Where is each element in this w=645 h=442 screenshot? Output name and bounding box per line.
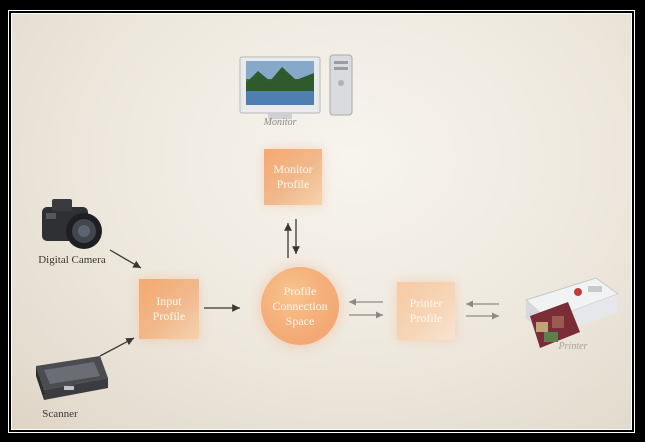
monitor-profile-line1: Monitor: [273, 162, 313, 176]
printer-label: Printer: [558, 341, 588, 352]
pcs-line1: Profile: [283, 283, 317, 298]
monitor-profile-line2: Profile: [276, 177, 310, 191]
printer-profile-line1: Printer: [409, 296, 443, 310]
printer-icon: [525, 277, 620, 348]
monitor-profile-box: Monitor Profile: [264, 149, 322, 205]
monitor-icon: [239, 54, 353, 119]
input-profile-box: Input Profile: [139, 279, 199, 339]
scanner-to-input-arrow: [99, 337, 135, 357]
camera-icon: [42, 199, 102, 249]
printer-profile-line2: Profile: [409, 311, 443, 325]
diagram-panel: Monitor Monitor Profile Digital Camera: [8, 10, 635, 433]
camera-label: Digital Camera: [38, 254, 106, 266]
camera-to-input-arrow: [109, 249, 142, 269]
printer-profile-box: Printer Profile: [397, 282, 455, 340]
pcs-line3: Space: [285, 313, 315, 328]
profile-connection-space-circle: Profile Connection Space: [261, 267, 339, 345]
input-profile-line1: Input: [156, 294, 182, 308]
flow-arrows: [99, 219, 499, 357]
monitor-label: Monitor: [263, 117, 297, 128]
scanner-icon: [36, 356, 108, 400]
input-profile-line2: Profile: [152, 309, 186, 323]
pcs-line2: Connection: [272, 298, 328, 313]
scanner-label: Scanner: [42, 408, 78, 420]
